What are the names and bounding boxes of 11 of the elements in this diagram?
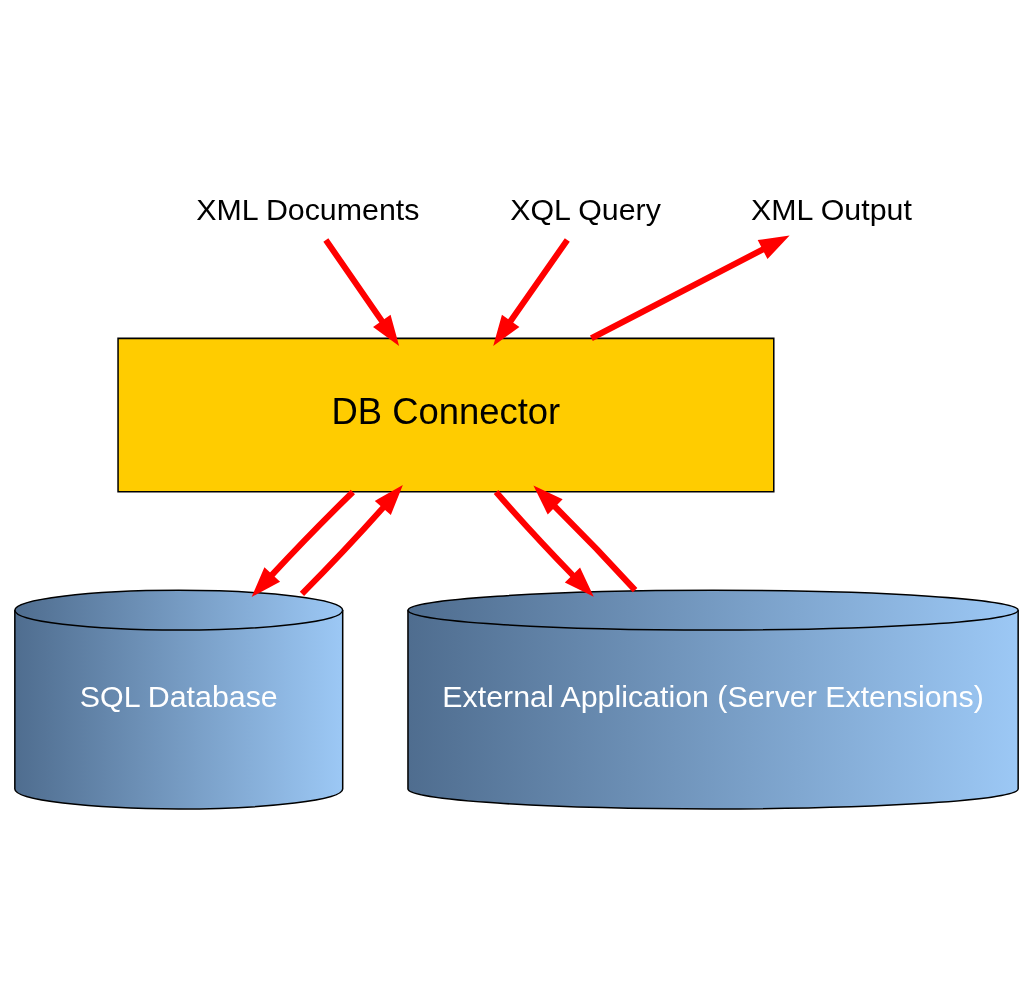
arrow <box>533 485 638 592</box>
node-text: XML Documents <box>196 192 420 226</box>
arrow <box>493 489 594 597</box>
arrow <box>299 484 403 596</box>
arrow <box>493 237 570 346</box>
arrow <box>590 235 790 341</box>
node-box: DB Connector <box>117 337 775 492</box>
arrow <box>251 489 355 597</box>
node-text: XML Output <box>751 192 912 226</box>
arrow <box>323 237 400 346</box>
node-text: XQL Query <box>510 192 661 226</box>
